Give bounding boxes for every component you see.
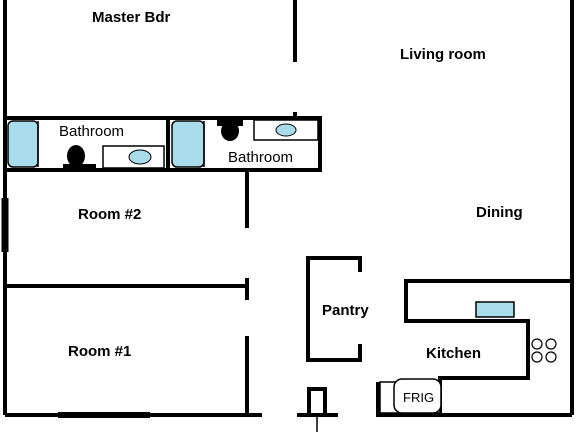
- sink-icon: [253, 119, 319, 141]
- room-label-bathroom-right: Bathroom: [228, 149, 293, 166]
- room-labels: Master Bdr Living room Bathroom Bathroom…: [59, 9, 523, 405]
- room-label-room-1: Room #1: [68, 343, 131, 360]
- entry-door-frame: [307, 387, 327, 415]
- toilet-icon: [217, 120, 243, 141]
- room-label-dining: Dining: [476, 204, 523, 221]
- fixtures: [7, 119, 557, 414]
- stove-icon: [531, 338, 557, 363]
- refrigerator-icon: [393, 378, 442, 414]
- room-label-bathroom-left: Bathroom: [59, 123, 124, 140]
- refrigerator-label: FRIG: [403, 390, 434, 405]
- pantry-walls: [306, 256, 360, 362]
- bathtub-icon: [7, 120, 39, 168]
- sink-icon: [102, 145, 165, 169]
- kitchen-counter: [404, 279, 572, 415]
- room-label-living-room: Living room: [400, 46, 486, 63]
- bathtub-icon: [171, 120, 205, 168]
- room-label-master-bdr: Master Bdr: [92, 9, 171, 26]
- kitchen-sink-icon: [475, 301, 515, 318]
- toilet-icon: [63, 145, 96, 170]
- room-label-room-2: Room #2: [78, 206, 141, 223]
- room-label-kitchen: Kitchen: [426, 345, 481, 362]
- room-label-pantry: Pantry: [322, 302, 369, 319]
